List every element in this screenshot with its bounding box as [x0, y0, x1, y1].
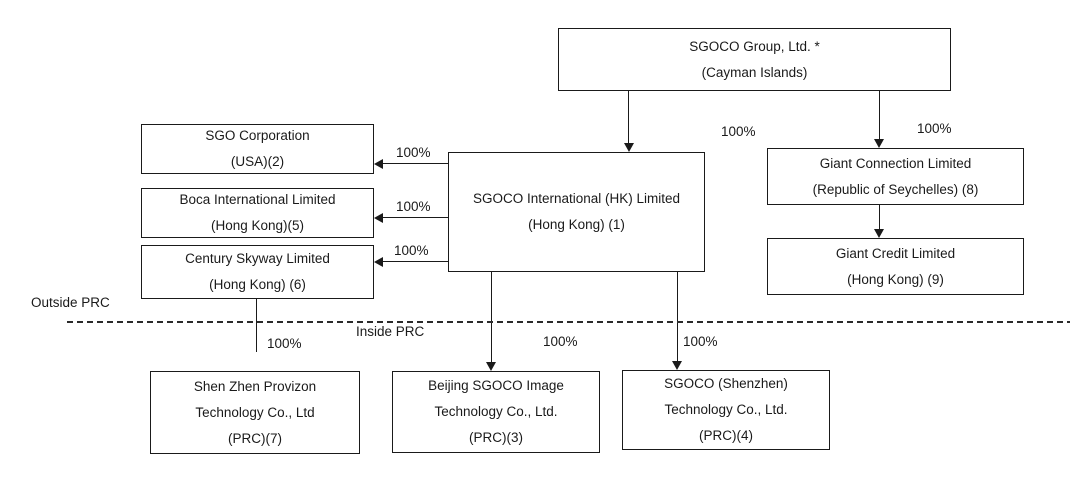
arrowhead-down-icon: [874, 139, 884, 148]
entity-location: (PRC)(3): [469, 430, 523, 445]
entity-name: SGOCO (Shenzhen): [664, 376, 788, 391]
edge-international-to-sgo: [382, 163, 448, 165]
entity-name-2: Technology Co., Ltd.: [434, 404, 558, 419]
node-sgo-corporation: SGO Corporation (USA)(2): [141, 124, 374, 174]
node-shenzhen-provizon: Shen Zhen Provizon Technology Co., Ltd (…: [150, 371, 360, 454]
ownership-label-group-to-international: 100%: [721, 124, 756, 139]
arrowhead-down-icon: [624, 143, 634, 152]
region-label-outside-prc: Outside PRC: [31, 295, 110, 310]
entity-name: Beijing SGOCO Image: [428, 378, 564, 393]
ownership-label-international-to-sgoco-shenzhen: 100%: [683, 334, 718, 349]
arrowhead-left-icon: [374, 213, 383, 223]
prc-boundary-dashed-line: [67, 321, 1070, 323]
entity-location: (Republic of Seychelles) (8): [812, 181, 979, 197]
ownership-label-international-to-century: 100%: [394, 243, 429, 258]
ownership-label-international-to-beijing: 100%: [543, 334, 578, 349]
entity-location: (PRC)(4): [699, 428, 753, 443]
node-sgoco-shenzhen: SGOCO (Shenzhen) Technology Co., Ltd. (P…: [622, 370, 830, 450]
edge-international-to-sgoco-shenzhen: [677, 272, 679, 362]
entity-location: (Hong Kong) (1): [528, 217, 625, 232]
entity-name: Giant Connection Limited: [819, 155, 972, 171]
entity-name: SGOCO International (HK) Limited: [472, 191, 681, 206]
entity-location: (Hong Kong) (9): [847, 271, 944, 287]
ownership-label-international-to-boca: 100%: [396, 199, 431, 214]
entity-location: (Hong Kong) (6): [209, 277, 306, 292]
region-label-inside-prc: Inside PRC: [356, 324, 425, 339]
ownership-label-international-to-sgo: 100%: [396, 145, 431, 160]
entity-name: Century Skyway Limited: [185, 251, 330, 266]
arrowhead-left-icon: [374, 159, 383, 169]
arrowhead-down-icon: [874, 229, 884, 238]
edge-group-to-giant-connection: [879, 90, 881, 140]
entity-name: SGO Corporation: [205, 128, 310, 143]
node-giant-credit: Giant Credit Limited (Hong Kong) (9): [767, 238, 1024, 295]
edge-international-to-century: [382, 261, 448, 263]
node-beijing-sgoco: Beijing SGOCO Image Technology Co., Ltd.…: [392, 371, 600, 453]
arrowhead-down-icon: [486, 362, 496, 371]
arrowhead-left-icon: [374, 257, 383, 267]
entity-name: Giant Credit Limited: [835, 245, 956, 261]
node-sgoco-group: SGOCO Group, Ltd. * (Cayman Islands): [558, 28, 951, 91]
entity-name: SGOCO Group, Ltd. *: [689, 38, 820, 54]
node-sgoco-international: SGOCO International (HK) Limited (Hong K…: [448, 152, 705, 272]
entity-location: (USA)(2): [230, 154, 285, 169]
entity-name: Shen Zhen Provizon: [193, 378, 317, 394]
edge-group-to-international: [628, 90, 630, 144]
entity-name-2: Technology Co., Ltd.: [664, 402, 788, 417]
edge-century-to-shenzhen-provizon: [256, 299, 258, 352]
edge-international-to-boca: [382, 217, 448, 219]
ownership-label-century-to-shenzhen-provizon: 100%: [267, 336, 302, 351]
entity-name: Boca International Limited: [179, 192, 336, 207]
arrowhead-down-icon: [672, 361, 682, 370]
entity-location: (Hong Kong)(5): [210, 218, 305, 233]
entity-location: (PRC)(7): [228, 430, 282, 446]
node-giant-connection: Giant Connection Limited (Republic of Se…: [767, 148, 1024, 205]
node-century-skyway: Century Skyway Limited (Hong Kong) (6): [141, 245, 374, 299]
entity-name-2: Technology Co., Ltd: [195, 404, 315, 420]
entity-location: (Cayman Islands): [701, 64, 808, 80]
ownership-label-group-to-giant-connection: 100%: [917, 121, 952, 136]
node-boca-international: Boca International Limited (Hong Kong)(5…: [141, 188, 374, 238]
edge-giant-connection-to-giant-credit: [879, 205, 881, 230]
edge-international-to-beijing: [491, 272, 493, 363]
